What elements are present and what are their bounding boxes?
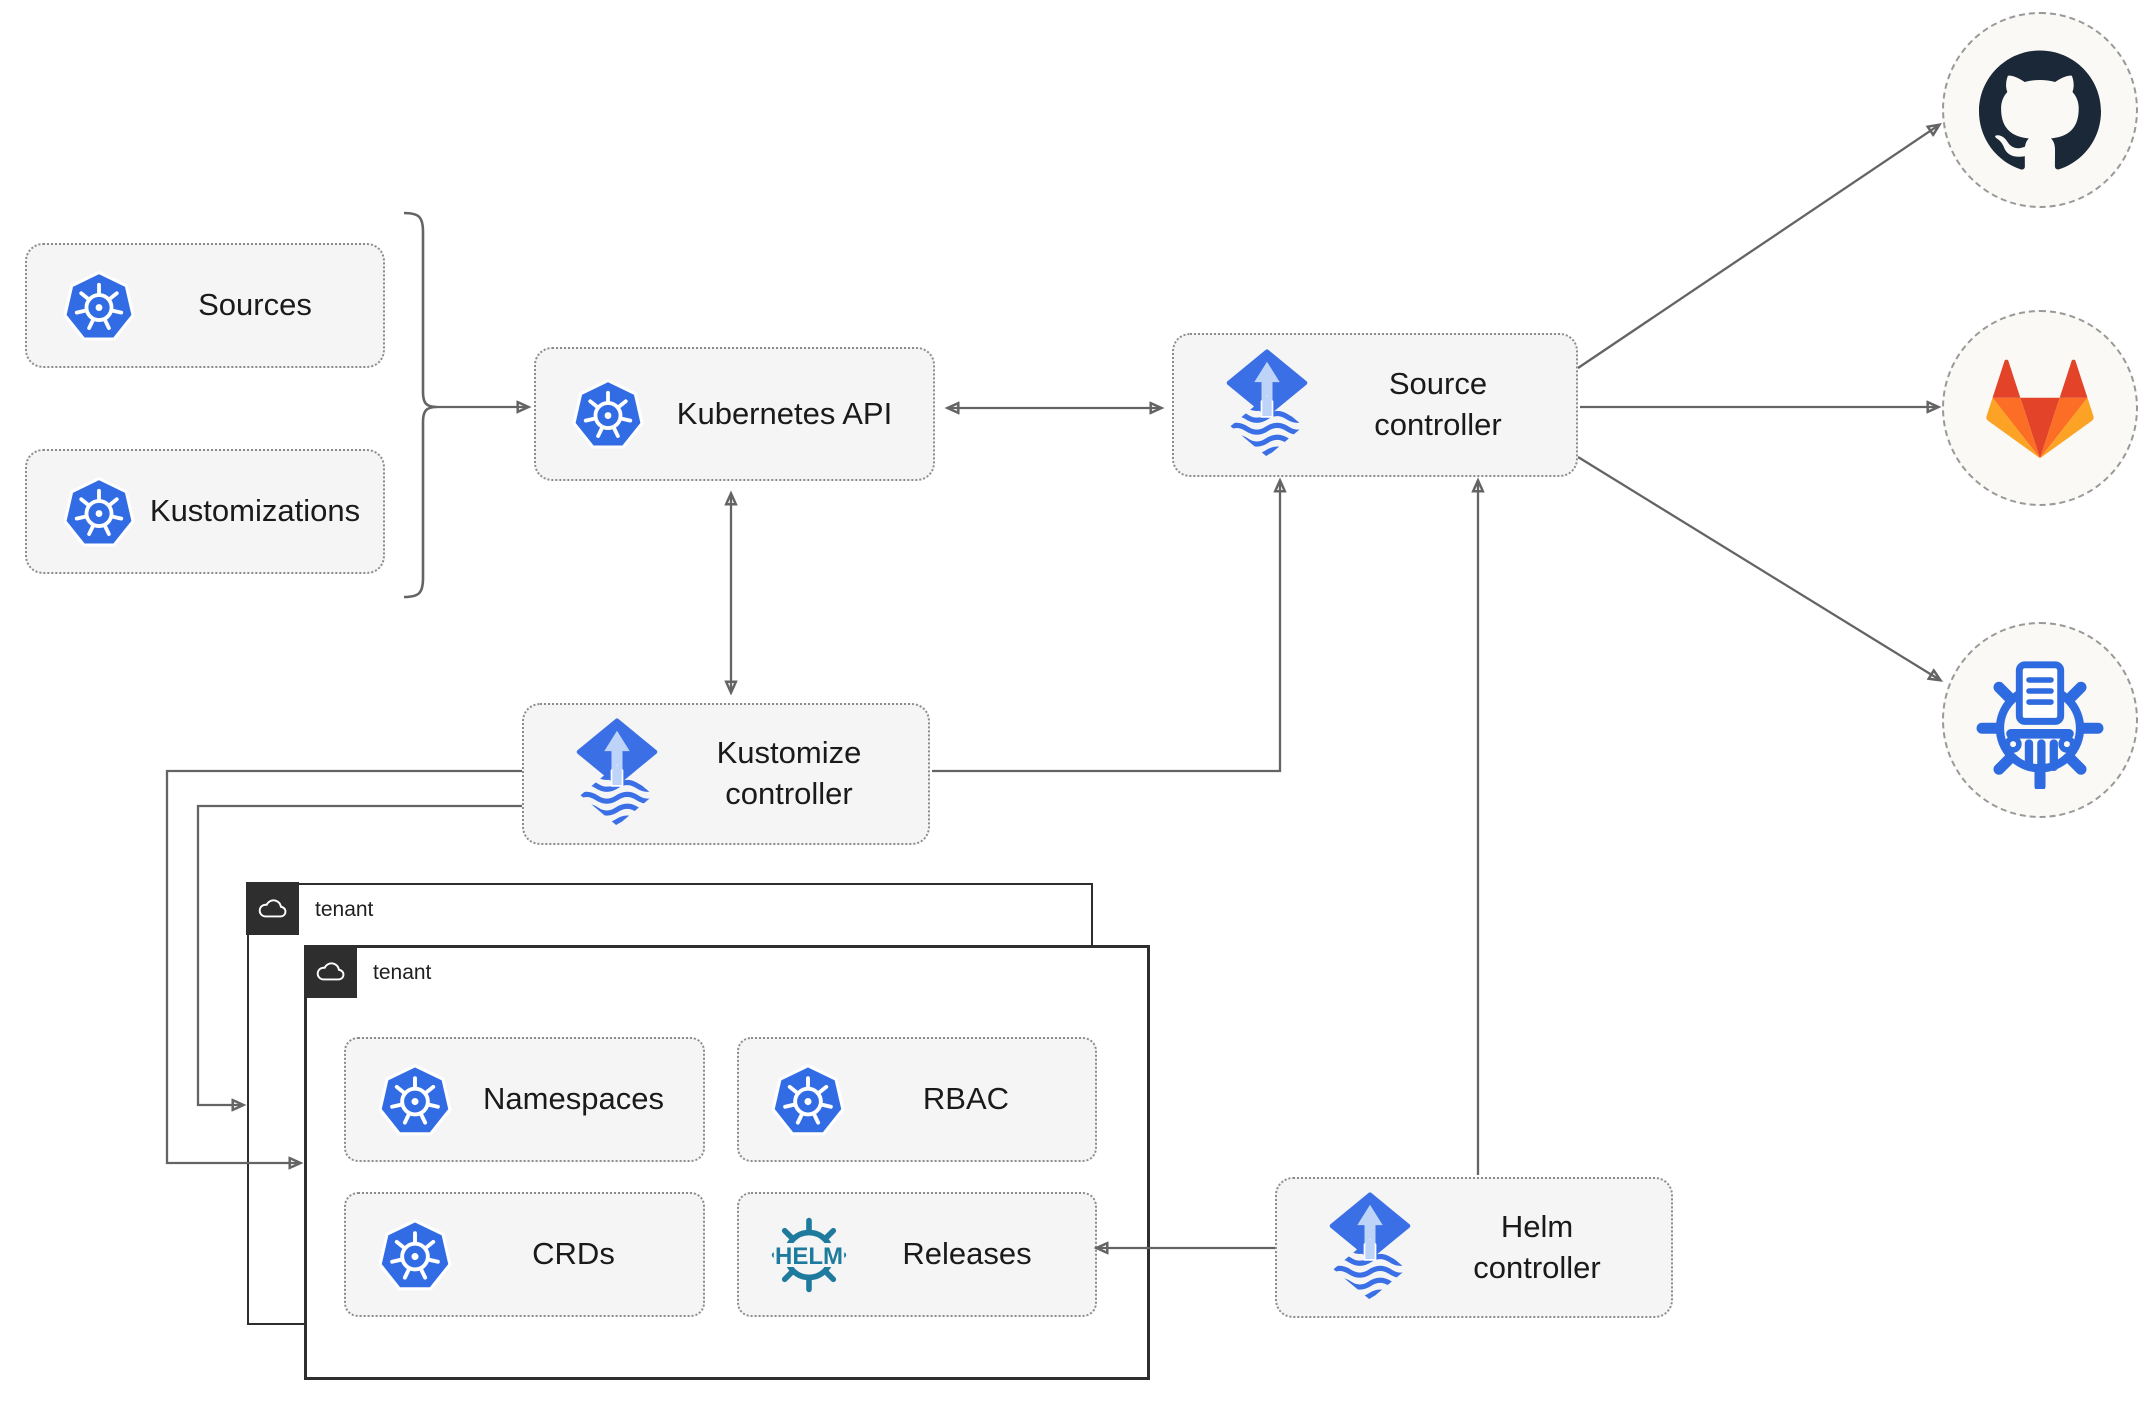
arrow-source-controller-to-github [1577, 125, 1939, 369]
node-kubernetes-api: Kubernetes API [534, 347, 935, 481]
github-target [1942, 12, 2138, 208]
helm-icon: HELM [771, 1217, 847, 1292]
node-label: Releases [902, 1236, 1032, 1272]
node-namespaces: Namespaces [344, 1037, 705, 1162]
node-label: Source controller [1374, 366, 1502, 442]
node-label: Helm controller [1473, 1208, 1601, 1285]
helm-logo-text: HELM [775, 1242, 843, 1269]
tenant-chip [304, 945, 357, 998]
arrow-kustomize-controller-to-source-controller [932, 481, 1280, 773]
node-helm-controller: Helm controller [1275, 1177, 1673, 1318]
node-rbac: RBAC [737, 1037, 1097, 1162]
node-source-controller: Source controller [1172, 333, 1578, 477]
node-sources: Sources [25, 243, 385, 368]
node-label: Kustomize controller [716, 735, 862, 811]
tenant-box-front: tenant Namespaces RBAC CRDs [304, 945, 1150, 1380]
node-label: Kubernetes API [676, 395, 893, 431]
tenant-label: tenant [373, 961, 432, 984]
tenant-label: tenant [315, 898, 374, 921]
node-kustomizations: Kustomizations [25, 449, 385, 574]
kubernetes-icon [61, 268, 137, 344]
flux-icon [1327, 1192, 1413, 1304]
github-icon [1979, 50, 2101, 170]
arrow-kustomize-controller-to-tenant-back [196, 804, 522, 1105]
helm-chart-repository-target [1942, 622, 2138, 818]
kubernetes-icon [570, 376, 646, 452]
bracket-sources-kustomizations [403, 211, 438, 599]
node-label: RBAC [922, 1081, 1010, 1117]
arrow-kustomize-controller-to-tenant-front [165, 769, 522, 1163]
node-label: CRDs [532, 1236, 615, 1272]
flux-icon [1224, 349, 1310, 461]
tenant-chip [246, 882, 299, 935]
kubernetes-icon [61, 474, 137, 550]
node-label: Namespaces [483, 1081, 664, 1117]
node-label: Sources [198, 287, 312, 323]
node-label: Kustomizations [149, 493, 361, 529]
node-crds: CRDs [344, 1192, 705, 1317]
flux-icon [574, 718, 660, 830]
chart-repository-icon [1976, 661, 2104, 789]
node-releases: HELM Releases [737, 1192, 1097, 1317]
gitlab-target [1942, 310, 2138, 506]
node-kustomize-controller: Kustomize controller [522, 703, 930, 845]
gitlab-icon [1986, 359, 2094, 459]
arrow-source-controller-to-chart-repository [1577, 456, 1940, 680]
